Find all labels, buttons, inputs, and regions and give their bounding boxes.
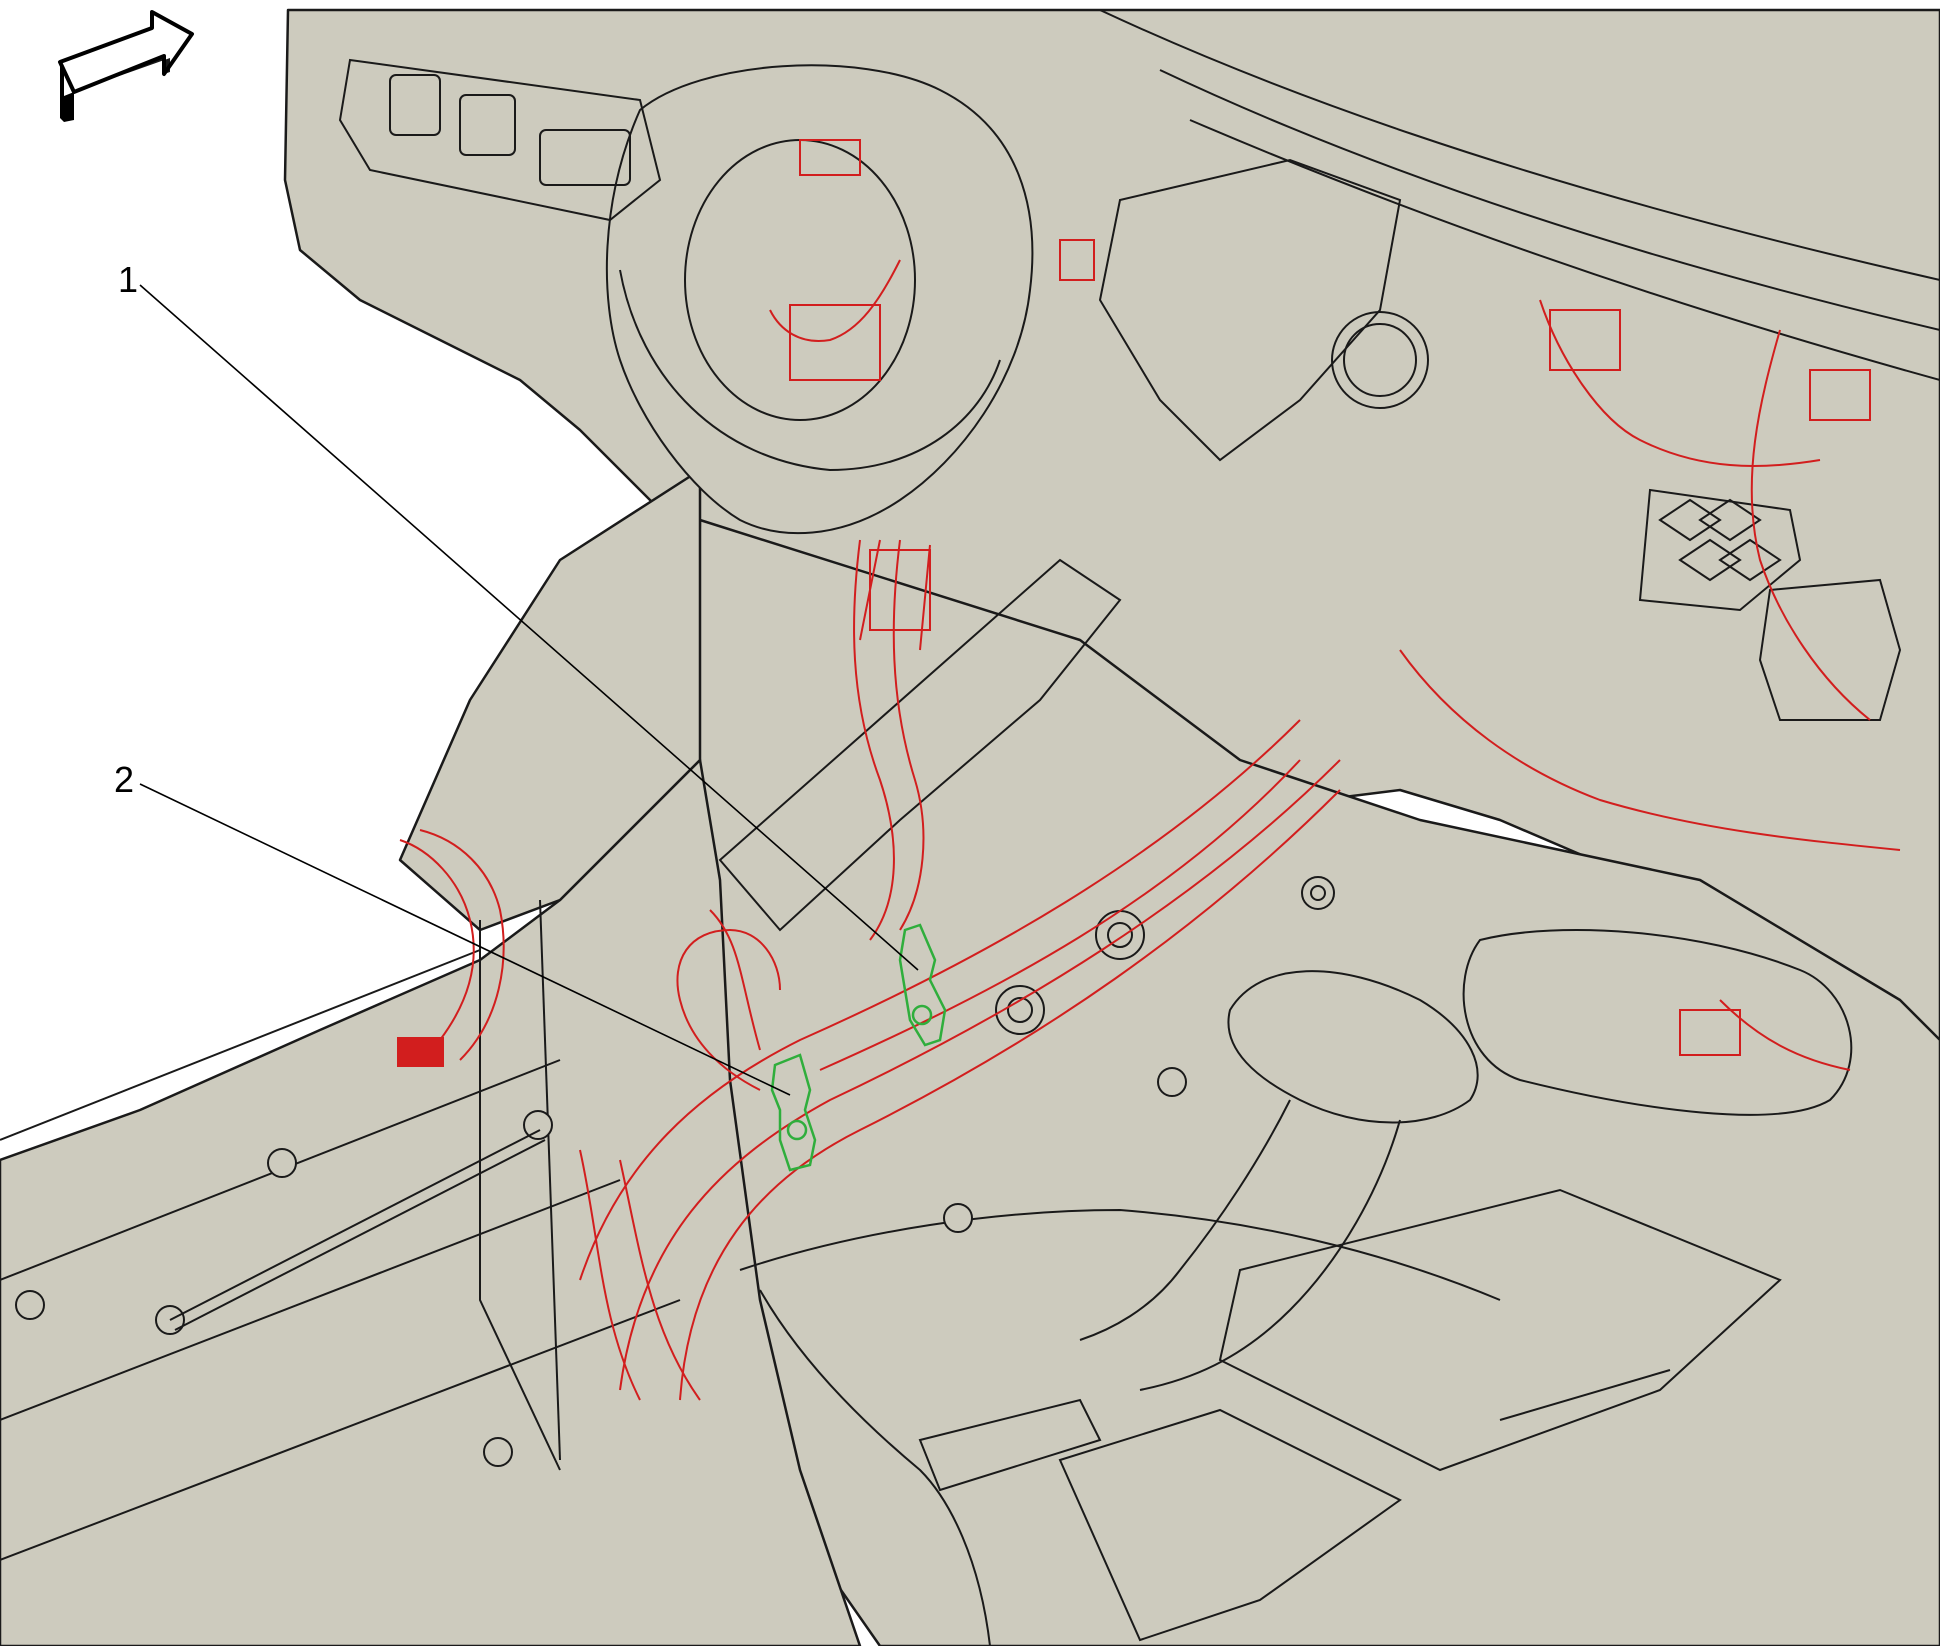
dash-line-2 (1159, 69, 1940, 331)
harness-trunk-3 (579, 719, 1301, 1281)
crossbar-bracket (718, 558, 1122, 932)
harness-trunk-4 (819, 759, 1301, 1071)
harness-main-upper-b (892, 539, 925, 931)
left-switch-bezel (338, 58, 662, 222)
callout-label-1: 1 (118, 259, 139, 300)
connector-lower-right (1679, 1009, 1741, 1056)
harness-lower-sweep (579, 1149, 701, 1401)
floor-rod-2 (174, 1139, 546, 1331)
floor-edge-4 (0, 1299, 681, 1561)
connector-switch (1059, 239, 1095, 281)
gear-shifter-stem (1079, 1099, 1401, 1391)
floor-fastener-6 (483, 1437, 513, 1467)
steering-shroud-lip (619, 269, 1001, 472)
lower-right-pocket (1462, 929, 1853, 1116)
harness-loop-upper-b (709, 909, 761, 1051)
floor-side-panel (0, 758, 862, 1646)
switch-button-3 (539, 129, 631, 186)
floor-fastener-5 (943, 1203, 973, 1233)
connector-left-floor (397, 1037, 444, 1067)
leader-line-2 (139, 783, 791, 1096)
gear-shifter-knob (1227, 970, 1479, 1124)
mounting-nut-3-inner (1310, 885, 1326, 901)
mounting-nut-1-inner (1007, 997, 1033, 1023)
harness-branch-left (399, 839, 475, 1041)
mounting-nut-2 (1095, 910, 1145, 960)
harness-trunk-2 (679, 789, 1341, 1401)
harness-right-3 (1399, 649, 1901, 851)
harness-right-lower (1719, 999, 1851, 1071)
harness-right-1 (1539, 299, 1821, 467)
wiring-harness (399, 259, 1901, 1401)
leader-line-1 (139, 284, 919, 971)
ground-terminal-1-eyelet (911, 1004, 933, 1026)
console-tray (1218, 1188, 1782, 1472)
callout-label-2: 2 (114, 759, 135, 800)
connector-right (1809, 369, 1871, 421)
vent-grille-pattern (1658, 498, 1782, 582)
switch-button-2 (459, 94, 516, 156)
connector-steering-top (799, 139, 861, 176)
mounting-nut-4 (1157, 1067, 1187, 1097)
connector-column-lower (869, 549, 931, 631)
ground-terminals (770, 923, 947, 1172)
structure-outlines (0, 9, 1940, 1646)
floor-fastener-1 (15, 1290, 45, 1320)
leader-lines (139, 284, 919, 1096)
floor-rod (169, 1129, 541, 1321)
lower-console-switches (918, 1398, 1102, 1492)
floor-edge-1 (0, 949, 481, 1141)
connector-steering-module (789, 304, 881, 381)
console-left-edge (759, 1289, 991, 1646)
floor-fastener-3 (267, 1148, 297, 1178)
ground-terminal-1 (898, 923, 947, 1047)
ground-terminal-2 (770, 1053, 817, 1172)
console-rim (739, 1208, 1501, 1301)
round-knob (1331, 311, 1429, 409)
console-storage-lid (1058, 1408, 1402, 1642)
harness-steering (769, 259, 901, 342)
dash-line-1 (1099, 9, 1940, 281)
mounting-nut-3 (1301, 876, 1335, 910)
ground-terminal-2-eyelet (786, 1119, 808, 1141)
mounting-nut-2-inner (1107, 922, 1133, 948)
harness-loop-upper (676, 928, 781, 1091)
harness-main-upper (853, 539, 895, 941)
dash-line-3 (1189, 119, 1940, 381)
left-panel-edge-2 (539, 899, 561, 1461)
round-knob-inner (1343, 323, 1417, 397)
left-panel-edge (479, 920, 561, 1471)
connector-cluster (1549, 309, 1621, 371)
switch-button-1 (389, 74, 441, 136)
harness-trunk-1 (619, 759, 1341, 1391)
forward-direction-arrow-icon (58, 10, 194, 122)
floor-edge-3 (0, 1179, 621, 1421)
floor-fastener-4 (523, 1110, 553, 1140)
harness-right-2 (1750, 329, 1871, 721)
right-switch-panel (1758, 578, 1902, 721)
harness-connectors (397, 139, 1871, 1067)
harness-branch-left-b (419, 829, 505, 1061)
cluster-housing (1098, 158, 1402, 462)
mounting-nut-1 (995, 985, 1045, 1035)
console-slot (1499, 1369, 1671, 1421)
